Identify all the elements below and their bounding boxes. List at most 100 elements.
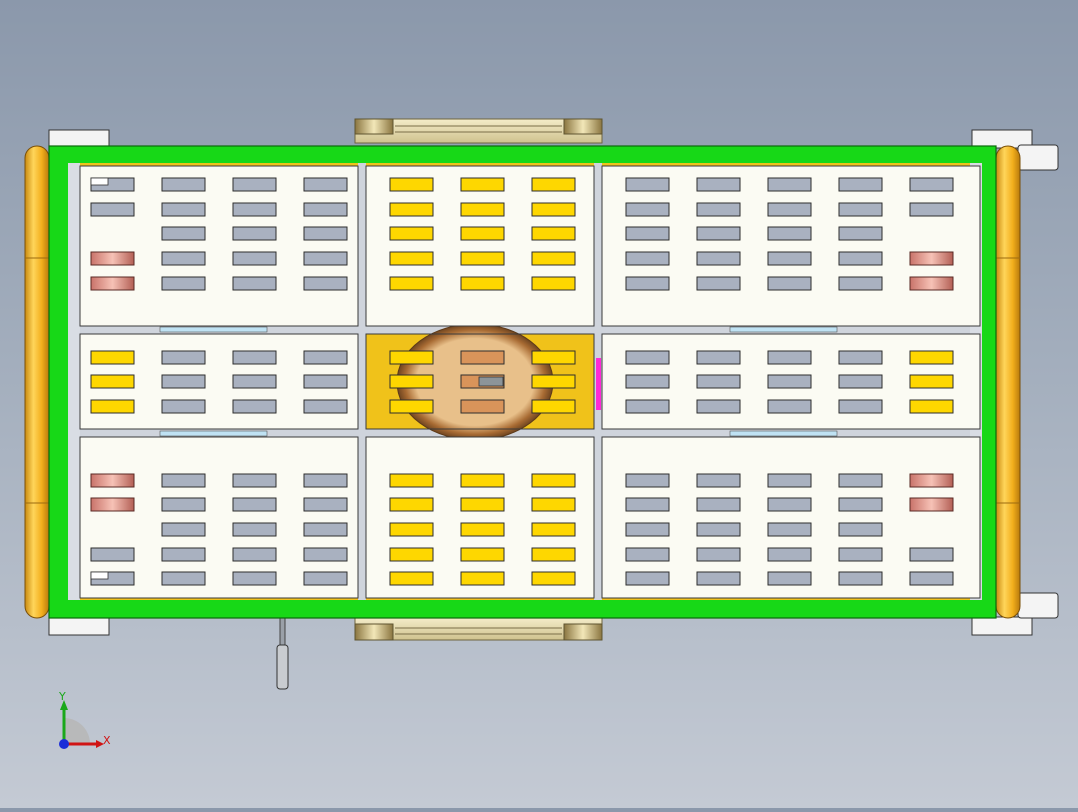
bottom-right-slot[interactable]	[625, 547, 670, 562]
bottom-center-slot[interactable]	[389, 571, 434, 586]
top-center-slot[interactable]	[460, 202, 505, 217]
top-left-slot[interactable]	[303, 202, 348, 217]
bottom-right-slot[interactable]	[838, 497, 883, 512]
middle-right-slot[interactable]	[696, 399, 741, 414]
middle-right-slot[interactable]	[767, 374, 812, 389]
top-center-slot[interactable]	[389, 276, 434, 291]
connector-pin[interactable]	[90, 251, 135, 266]
middle-center-slot[interactable]	[531, 399, 576, 414]
top-right-slot[interactable]	[625, 276, 670, 291]
bottom-right-slot[interactable]	[696, 473, 741, 488]
panel-middle-center[interactable]	[365, 333, 595, 430]
middle-center-slot[interactable]	[460, 399, 505, 414]
bottom-left-slot[interactable]	[303, 571, 348, 586]
panel-top-left[interactable]	[79, 165, 359, 327]
bottom-right-slot[interactable]	[625, 522, 670, 537]
bottom-left-slot[interactable]	[232, 497, 277, 512]
bottom-right-slot[interactable]	[625, 497, 670, 512]
middle-right-slot[interactable]	[909, 350, 954, 365]
bottom-left-slot[interactable]	[161, 571, 206, 586]
middle-right-slot[interactable]	[625, 350, 670, 365]
middle-right-slot[interactable]	[909, 374, 954, 389]
middle-right-slot[interactable]	[696, 350, 741, 365]
bottom-right-slot[interactable]	[909, 547, 954, 562]
top-right-slot[interactable]	[838, 226, 883, 241]
bottom-left-slot[interactable]	[90, 547, 135, 562]
top-center-slot[interactable]	[531, 202, 576, 217]
bottom-right-slot[interactable]	[767, 497, 812, 512]
middle-left-slot[interactable]	[161, 374, 206, 389]
bottom-center-slot[interactable]	[531, 547, 576, 562]
top-center-slot[interactable]	[389, 177, 434, 192]
middle-right-slot[interactable]	[625, 374, 670, 389]
top-left-slot[interactable]	[232, 276, 277, 291]
middle-right-slot[interactable]	[838, 374, 883, 389]
middle-left-slot[interactable]	[161, 350, 206, 365]
bottom-right-slot[interactable]	[696, 522, 741, 537]
top-center-slot[interactable]	[531, 251, 576, 266]
top-center-slot[interactable]	[531, 226, 576, 241]
bottom-right-slot[interactable]	[696, 497, 741, 512]
bottom-center-slot[interactable]	[389, 497, 434, 512]
middle-left-slot[interactable]	[90, 399, 135, 414]
connector-pin[interactable]	[909, 251, 954, 266]
bottom-center-slot[interactable]	[460, 571, 505, 586]
middle-right-slot[interactable]	[767, 399, 812, 414]
bottom-handle[interactable]	[354, 617, 603, 641]
middle-center-slot[interactable]	[389, 350, 434, 365]
top-center-slot[interactable]	[460, 226, 505, 241]
top-right-slot[interactable]	[696, 251, 741, 266]
bottom-right-slot[interactable]	[767, 571, 812, 586]
bottom-center-slot[interactable]	[531, 522, 576, 537]
middle-left-slot[interactable]	[232, 374, 277, 389]
top-right-slot[interactable]	[767, 226, 812, 241]
top-handle[interactable]	[354, 118, 603, 144]
top-left-slot[interactable]	[303, 251, 348, 266]
bottom-left-slot[interactable]	[232, 473, 277, 488]
bottom-center-slot[interactable]	[389, 522, 434, 537]
bottom-right-slot[interactable]	[767, 547, 812, 562]
panel-bottom-right[interactable]	[601, 436, 981, 599]
top-left-slot[interactable]	[232, 177, 277, 192]
middle-left-slot[interactable]	[161, 399, 206, 414]
top-center-slot[interactable]	[460, 276, 505, 291]
top-left-slot[interactable]	[303, 276, 348, 291]
top-left-slot[interactable]	[303, 226, 348, 241]
middle-left-slot[interactable]	[303, 374, 348, 389]
connector-pin[interactable]	[909, 497, 954, 512]
top-right-slot[interactable]	[838, 251, 883, 266]
bottom-right-slot[interactable]	[625, 571, 670, 586]
panel-top-right[interactable]	[601, 165, 981, 327]
bottom-right-slot[interactable]	[838, 473, 883, 488]
top-center-slot[interactable]	[531, 276, 576, 291]
bottom-left-slot[interactable]	[303, 497, 348, 512]
bottom-right-slot[interactable]	[838, 547, 883, 562]
top-right-slot[interactable]	[767, 177, 812, 192]
top-center-slot[interactable]	[460, 251, 505, 266]
top-right-slot[interactable]	[696, 177, 741, 192]
connector-pin[interactable]	[909, 276, 954, 291]
top-center-slot[interactable]	[389, 251, 434, 266]
bottom-right-slot[interactable]	[696, 547, 741, 562]
top-left-slot[interactable]	[161, 276, 206, 291]
connector-pin[interactable]	[90, 276, 135, 291]
middle-right-slot[interactable]	[625, 399, 670, 414]
left-rail[interactable]	[24, 145, 50, 619]
top-right-slot[interactable]	[696, 276, 741, 291]
sensor-probe[interactable]	[276, 617, 289, 690]
bottom-left-slot[interactable]	[232, 547, 277, 562]
top-right-slot[interactable]	[625, 202, 670, 217]
middle-left-slot[interactable]	[232, 399, 277, 414]
bottom-right-slot[interactable]	[696, 571, 741, 586]
bottom-center-slot[interactable]	[460, 522, 505, 537]
connector-pin[interactable]	[90, 497, 135, 512]
bottom-left-slot[interactable]	[232, 522, 277, 537]
bottom-center-slot[interactable]	[389, 547, 434, 562]
right-rail[interactable]	[995, 145, 1021, 619]
bottom-center-slot[interactable]	[531, 571, 576, 586]
top-right-slot[interactable]	[909, 177, 954, 192]
top-right-slot[interactable]	[767, 202, 812, 217]
top-left-slot[interactable]	[232, 202, 277, 217]
top-right-slot[interactable]	[838, 202, 883, 217]
